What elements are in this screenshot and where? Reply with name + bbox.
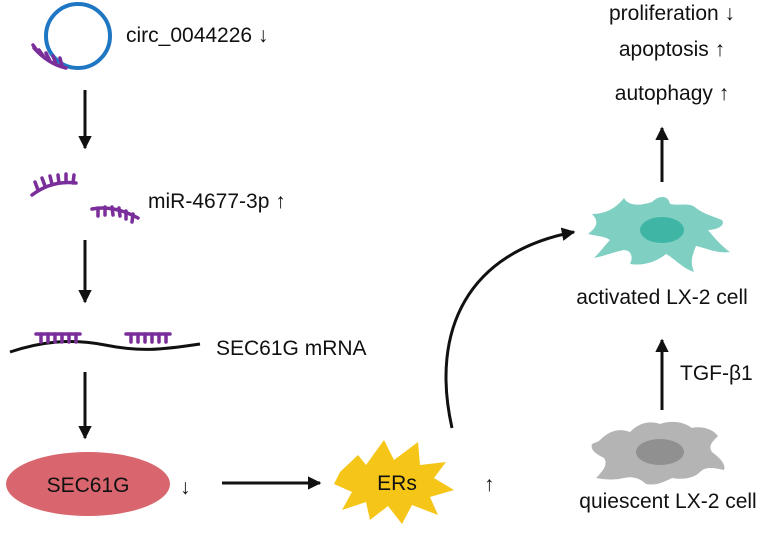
mirna-on-circ	[31, 43, 68, 70]
mrna-label: SEC61G mRNA	[216, 337, 367, 360]
quiescent-label: quiescent LX-2 cell	[579, 490, 756, 513]
quiescent-nucleus	[636, 439, 684, 465]
ers-up-arrow: ↑	[484, 473, 495, 496]
proliferation-label: proliferation ↓	[609, 2, 735, 25]
circrna-ring	[44, 2, 112, 70]
apoptosis-label: apoptosis ↑	[619, 38, 725, 61]
activated-label: activated LX-2 cell	[576, 286, 748, 309]
mrna-strand	[9, 340, 201, 354]
ers-label: ERs	[377, 472, 417, 495]
circ-label: circ_0044226 ↓	[126, 24, 268, 47]
mirna-on-mrna-2	[124, 332, 172, 344]
tgf-label: TGF-β1	[680, 362, 753, 385]
autophagy-label: autophagy ↑	[615, 82, 729, 105]
mir-label: miR-4677-3p ↑	[148, 190, 286, 213]
sec61g-label: SEC61G	[47, 474, 130, 497]
sec61g-protein	[6, 452, 170, 516]
free-mirna-1	[30, 172, 78, 197]
activated-nucleus	[640, 217, 684, 243]
sec61g-down-arrow: ↓	[180, 476, 191, 499]
ers-burst	[334, 440, 454, 524]
mirna-on-mrna-1	[34, 332, 82, 344]
free-mirna-2	[90, 205, 140, 224]
arrow-ers-to-activated	[444, 227, 576, 429]
